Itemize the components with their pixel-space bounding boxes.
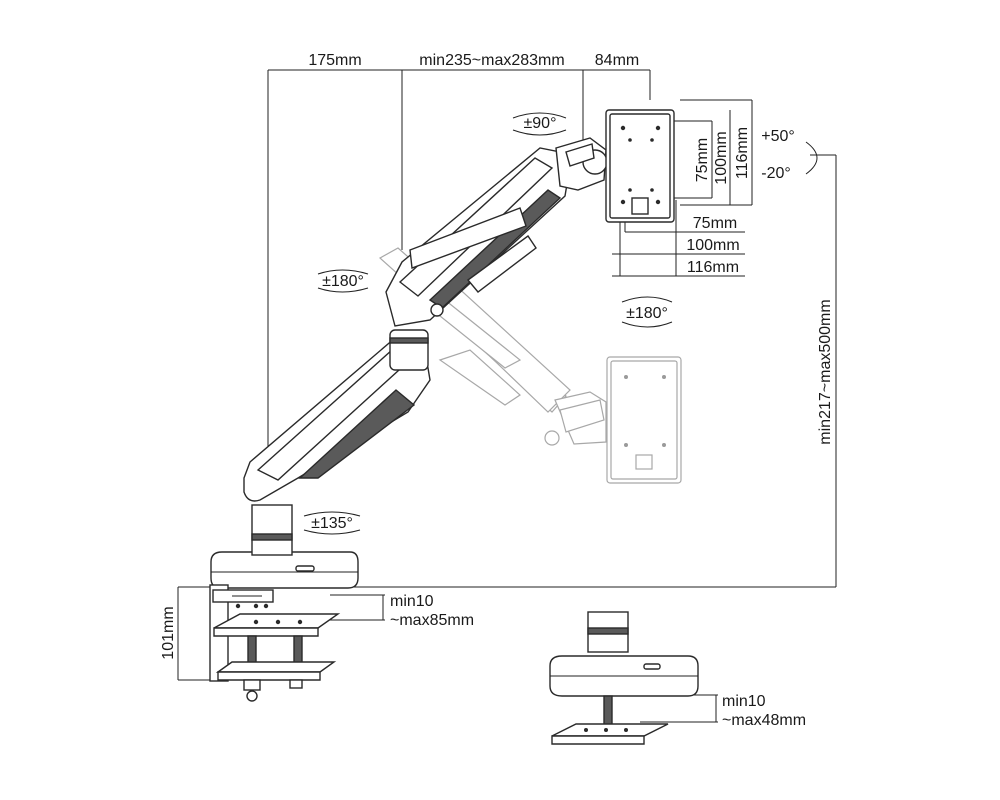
ghost-joint xyxy=(544,430,560,446)
base-rotation-label: ±135° xyxy=(311,515,353,532)
vesa-vertical-75-label: 75mm xyxy=(694,138,711,182)
clamp-height-label: 101mm xyxy=(160,606,177,659)
plate-rotation-label: ±180° xyxy=(626,305,668,322)
base-plate-slot xyxy=(295,565,315,572)
vesa-horizontal-75-label: 75mm xyxy=(693,215,737,232)
base-arrow-bottom xyxy=(303,529,361,535)
vesa-plate-inner xyxy=(609,113,671,219)
upper-arm-pivot xyxy=(430,303,444,317)
clamp-bolt xyxy=(253,603,259,609)
upper-arm-link xyxy=(466,235,537,293)
clamp-pad-edge xyxy=(213,627,319,637)
height-range-label: min217~max500mm xyxy=(817,299,834,444)
clamp-bottom-edge xyxy=(217,671,321,681)
base-plate xyxy=(210,551,359,589)
grommet-plate-hole xyxy=(604,728,608,732)
ghost-vesa-hole xyxy=(662,443,666,447)
grommet-base-slot xyxy=(643,663,661,670)
swivel-arrow-bottom xyxy=(512,129,567,136)
vesa-hole xyxy=(628,138,632,142)
grommet-plate-edge xyxy=(551,735,645,745)
vesa-hole xyxy=(650,188,654,192)
clamp-pad xyxy=(213,613,341,629)
elbow-arrow-top xyxy=(317,269,369,275)
vesa-quick-release xyxy=(631,197,649,215)
head-link xyxy=(565,143,595,167)
grommet-bolt xyxy=(603,695,613,727)
elbow-ring xyxy=(389,337,429,344)
vesa-horizontal-100-label: 100mm xyxy=(686,237,739,254)
tilt-arrow xyxy=(805,141,818,175)
clamp-bottom-plate xyxy=(215,661,337,673)
clamp-knob-cap xyxy=(246,690,258,702)
upper-arm-bar xyxy=(409,207,527,269)
ghost-vesa-hole xyxy=(624,375,628,379)
column xyxy=(251,504,293,556)
vesa-hole xyxy=(620,199,626,205)
lower-arm-shadow xyxy=(298,389,416,479)
c-clamp xyxy=(209,584,341,702)
top-left-dimension: 175mm xyxy=(308,52,361,69)
ghost-lower-link xyxy=(438,349,521,406)
main-arm xyxy=(210,109,675,589)
top-right-dimension: 84mm xyxy=(595,52,639,69)
grommet-plate xyxy=(551,723,669,737)
clamp-pad-hole xyxy=(253,619,259,625)
clamp-knob xyxy=(289,679,303,689)
vesa-vertical-100-label: 100mm xyxy=(713,131,730,184)
swivel-arrow-top xyxy=(512,112,567,119)
plate-arrow-bottom xyxy=(621,321,673,328)
vesa-horizontal-116-label: 116mm xyxy=(687,259,739,276)
rotation-arrows xyxy=(303,112,818,535)
ghost-head-link xyxy=(559,399,605,433)
vesa-hole xyxy=(620,125,626,131)
tilt-down-label: -20° xyxy=(761,165,791,182)
grommet-plate-hole xyxy=(624,728,628,732)
vesa-vertical-116-label: 116mm xyxy=(734,127,751,179)
clamp-thickness-label-line2: ~max85mm xyxy=(390,612,474,629)
elbow-arrow-bottom xyxy=(317,287,369,293)
clamp-pad-hole xyxy=(297,619,303,625)
base-arrow-top xyxy=(303,511,361,517)
vesa-hole xyxy=(628,188,632,192)
grommet-column-ring xyxy=(587,627,629,635)
ghost-vesa-plate-inner xyxy=(610,360,678,480)
grommet-plate-hole xyxy=(584,728,588,732)
plate-arrow-top xyxy=(621,296,673,303)
grommet-mount xyxy=(549,611,699,745)
tilt-up-label: +50° xyxy=(761,128,795,145)
vesa-hole xyxy=(650,138,654,142)
clamp-pad-hole xyxy=(275,619,281,625)
swivel-head-label: ±90° xyxy=(524,115,557,132)
vesa-hole xyxy=(655,199,661,205)
elbow-joint xyxy=(389,329,429,371)
grommet-thickness-label-line1: min10 xyxy=(722,693,766,710)
clamp-knob xyxy=(243,679,261,691)
clamp-bolt xyxy=(235,603,241,609)
clamp-thickness-label-line1: min10 xyxy=(390,593,434,610)
grommet-thickness-label-line2: ~max48mm xyxy=(722,712,806,729)
dimension-lines xyxy=(177,69,837,723)
vesa-hole xyxy=(655,125,661,131)
labels: 175mm min235~max283mm 84mm ±90° +50° -20… xyxy=(160,52,834,729)
ghost-quick-release xyxy=(635,454,653,470)
elbow-rotation-label: ±180° xyxy=(322,273,364,290)
top-middle-dimension: min235~max283mm xyxy=(419,52,564,69)
column-ring xyxy=(251,533,293,541)
clamp-bolt xyxy=(263,603,269,609)
ghost-vesa-hole xyxy=(662,375,666,379)
ghost-vesa-hole xyxy=(624,443,628,447)
